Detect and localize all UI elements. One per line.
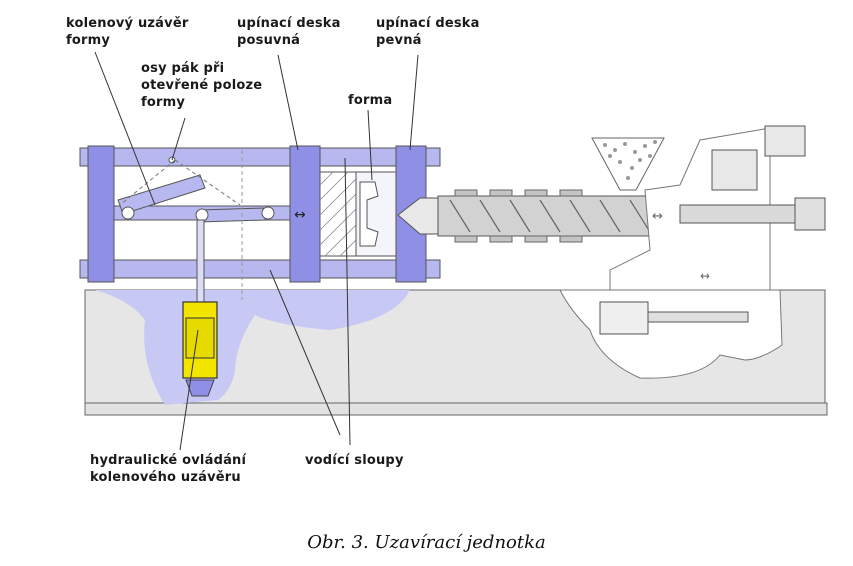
end-plate (87, 145, 115, 283)
motor (764, 125, 806, 157)
drive-unit (711, 149, 758, 191)
toggle-link-mid (199, 207, 266, 223)
hydraulic-connector (185, 379, 215, 397)
hopper (591, 137, 665, 191)
carriage-rod (647, 311, 749, 323)
hydraulic-piston (185, 317, 215, 359)
screw-flights (449, 199, 651, 233)
base-rail (84, 402, 828, 416)
toggle-link-upper (117, 174, 206, 215)
leader-lines (94, 51, 419, 451)
screw-cylinder (794, 197, 826, 231)
label-guide-columns: vodící sloupy (305, 453, 404, 468)
heater-bands (454, 189, 583, 243)
figure-caption: Obr. 3. Uzavírací jednotka (307, 532, 546, 553)
carriage-arrow: ↔ (700, 269, 710, 283)
piston-rod (196, 219, 205, 311)
oil-region (95, 290, 410, 405)
granulate (603, 140, 657, 180)
moving-plate-arrow: ↔ (294, 207, 306, 223)
open-position-line-1 (174, 159, 241, 206)
guide-bar-lower (79, 259, 441, 279)
open-position-line-2 (119, 159, 176, 206)
carriage-cylinder (599, 301, 649, 335)
pivot-1 (121, 206, 135, 220)
mold-hatch (319, 171, 357, 257)
pivot-3 (261, 206, 275, 220)
injection-arrow: ↔ (652, 209, 663, 224)
pivot-2 (195, 208, 209, 222)
label-mold: forma (348, 93, 393, 108)
injection-barrel (437, 195, 679, 237)
mold-moving-half (319, 171, 357, 257)
mold-cavity (359, 181, 379, 247)
